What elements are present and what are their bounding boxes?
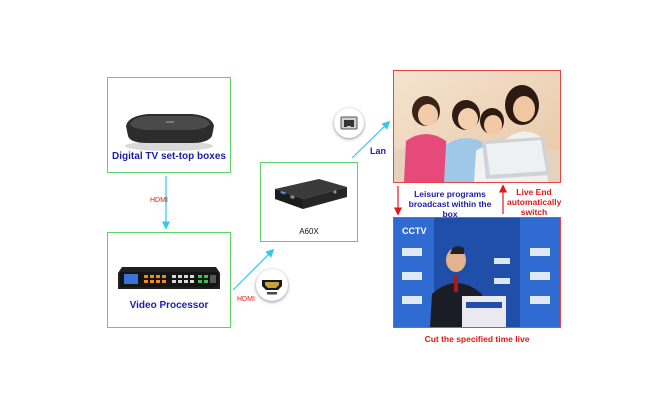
- settop-box-node: Digital TV set-top boxes: [107, 77, 231, 173]
- cctv-logo: CCTV: [402, 226, 427, 236]
- lan-label: Lan: [370, 146, 387, 156]
- processor-to-a60x-arrow: [232, 248, 275, 291]
- hdmi-vertical-label: HDMI: [150, 197, 168, 204]
- leisure-programs-caption: Leisure programs broadcast within the bo…: [408, 189, 492, 219]
- settop-box-image: [125, 114, 214, 151]
- hdmi-diagonal-label: HDMI: [237, 296, 255, 303]
- a60x-to-display-arrow: [351, 120, 391, 159]
- hdmi-port-icon: [256, 269, 288, 301]
- live-broadcast-caption: Cut the specified time live: [424, 334, 530, 344]
- leisure-programs-photo: [393, 70, 561, 183]
- lan-port-icon: [334, 108, 364, 138]
- live-broadcast-photo: CCTV: [393, 217, 561, 328]
- a60x-label: A60X: [299, 227, 319, 236]
- a60x-device-image: [275, 179, 347, 209]
- a60x-node: A60X: [260, 162, 358, 242]
- video-processor-image: [118, 267, 220, 289]
- family-laptop-image: [394, 71, 560, 182]
- video-processor-node: Video Processor: [107, 232, 231, 328]
- settop-box-label: Digital TV set-top boxes: [112, 151, 226, 162]
- live-end-caption: Live End automatically switch: [507, 187, 562, 217]
- speaker-podium-image: CCTV: [394, 218, 560, 327]
- video-processor-label: Video Processor: [129, 300, 209, 311]
